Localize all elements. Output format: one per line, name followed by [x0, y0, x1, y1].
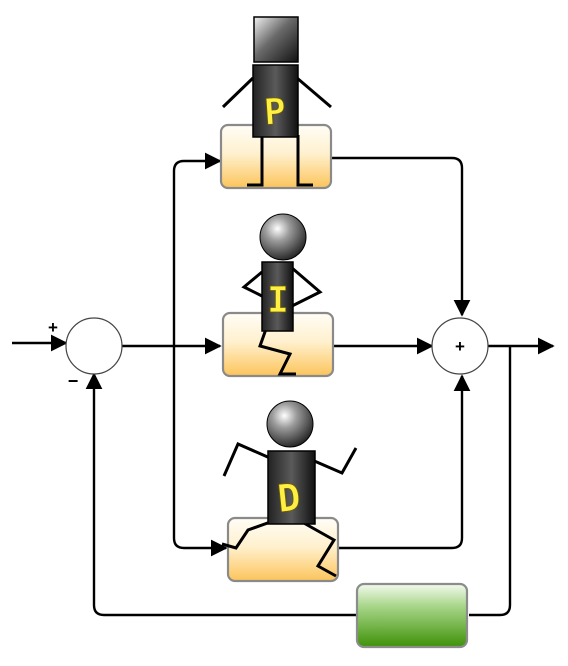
d-figure: D: [221, 400, 358, 578]
plant-block: [355, 582, 469, 649]
p-block: P: [219, 16, 333, 190]
summing-junction-1: + −: [48, 317, 123, 391]
sum-plus-sign: +: [455, 337, 465, 356]
i-figure: I: [241, 213, 323, 376]
plus-sign: +: [48, 318, 58, 337]
round-head: [266, 400, 314, 448]
summing-junction-2: +: [431, 317, 489, 375]
p-figure: P: [221, 16, 332, 187]
p-output-line: [332, 156, 471, 317]
d-block-box: [226, 516, 340, 583]
feedback-return-line: [85, 372, 357, 617]
d-block: D: [221, 400, 358, 583]
i-block: I: [221, 213, 335, 378]
round-head: [259, 213, 307, 261]
minus-sign: −: [68, 371, 79, 391]
branch-bus: [172, 159, 185, 550]
signal-lines: [12, 152, 555, 617]
i-letter: I: [267, 280, 289, 321]
d-output-line: [338, 374, 471, 550]
d-letter: D: [275, 475, 302, 521]
feedback-line: [469, 346, 512, 617]
square-head: [253, 16, 299, 63]
p-letter: P: [263, 91, 287, 133]
